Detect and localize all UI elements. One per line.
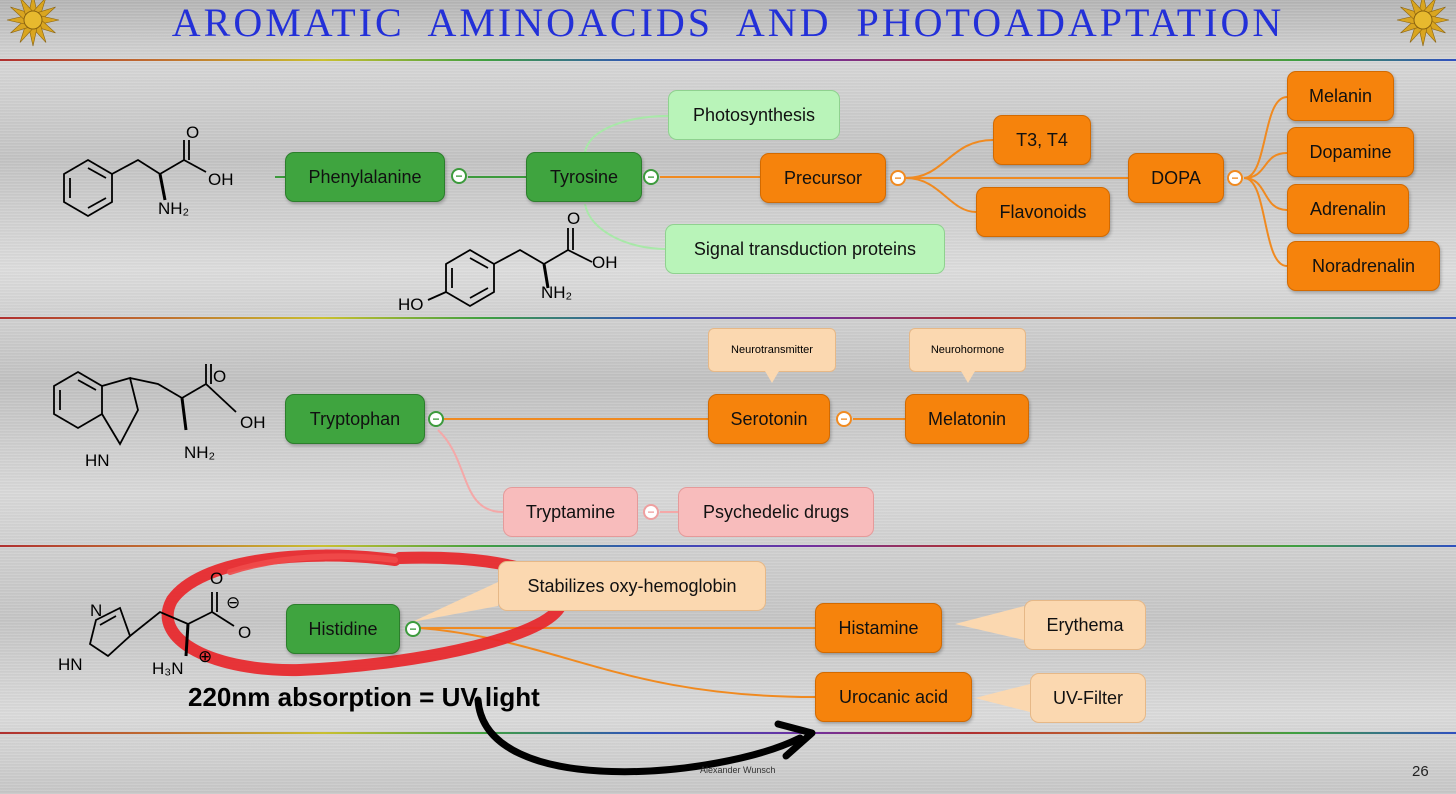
callout-neurotransmitter: Neurotransmitter xyxy=(708,328,836,383)
sun-emblem-icon xyxy=(6,0,60,47)
collapse-icon[interactable]: − xyxy=(451,168,467,184)
node-erythema[interactable]: Erythema xyxy=(1024,600,1146,650)
node-photosynthesis[interactable]: Photosynthesis xyxy=(668,90,840,140)
chem-label: ⊕ xyxy=(198,647,212,666)
chem-label: NH₂ xyxy=(541,283,572,302)
node-stabilizes-oxy-hemoglobin[interactable]: Stabilizes oxy-hemoglobin xyxy=(498,561,766,611)
chem-label: N xyxy=(90,601,102,620)
divider xyxy=(0,545,1456,547)
author-credit: Alexander Wunsch xyxy=(700,765,776,775)
node-urocanic-acid[interactable]: Urocanic acid xyxy=(815,672,972,722)
node-signal-transduction[interactable]: Signal transduction proteins xyxy=(665,224,945,274)
page-number: 26 xyxy=(1412,763,1429,780)
chem-label: HN xyxy=(58,655,83,674)
chem-label: O xyxy=(213,367,226,386)
page-title: AROMATIC AMINOACIDS AND PHOTOADAPTATION xyxy=(171,0,1285,45)
node-adrenalin[interactable]: Adrenalin xyxy=(1287,184,1409,234)
node-t3-t4[interactable]: T3, T4 xyxy=(993,115,1091,165)
divider xyxy=(0,59,1456,61)
chem-label: O xyxy=(238,623,251,642)
node-dopamine[interactable]: Dopamine xyxy=(1287,127,1414,177)
chem-label: OH xyxy=(208,170,234,189)
node-histamine[interactable]: Histamine xyxy=(815,603,942,653)
collapse-icon[interactable]: − xyxy=(1227,170,1243,186)
chem-label: H₃N xyxy=(152,659,183,678)
chem-label: O xyxy=(210,569,223,588)
chem-label: OH xyxy=(240,413,266,432)
chem-label: ⊖ xyxy=(226,593,240,612)
node-dopa[interactable]: DOPA xyxy=(1128,153,1224,203)
sun-emblem-icon xyxy=(1396,0,1450,47)
collapse-icon[interactable]: − xyxy=(428,411,444,427)
chem-label: OH xyxy=(592,253,618,272)
node-precursor[interactable]: Precursor xyxy=(760,153,886,203)
chem-label: HO xyxy=(398,295,424,314)
chem-label: O xyxy=(567,209,580,228)
node-tryptophan[interactable]: Tryptophan xyxy=(285,394,425,444)
uv-absorption-annotation: 220nm absorption = UV light xyxy=(188,682,540,712)
node-histidine[interactable]: Histidine xyxy=(286,604,400,654)
node-tyrosine[interactable]: Tyrosine xyxy=(526,152,642,202)
chem-label: NH₂ xyxy=(158,199,189,218)
callout-neurohormone: Neurohormone xyxy=(909,328,1026,383)
collapse-icon[interactable]: − xyxy=(643,504,659,520)
node-melatonin[interactable]: Melatonin xyxy=(905,394,1029,444)
node-uv-filter[interactable]: UV-Filter xyxy=(1030,673,1146,723)
node-tryptamine[interactable]: Tryptamine xyxy=(503,487,638,537)
node-psychedelic-drugs[interactable]: Psychedelic drugs xyxy=(678,487,874,537)
collapse-icon[interactable]: − xyxy=(643,169,659,185)
collapse-icon[interactable]: − xyxy=(405,621,421,637)
node-phenylalanine[interactable]: Phenylalanine xyxy=(285,152,445,202)
collapse-icon[interactable]: − xyxy=(836,411,852,427)
divider xyxy=(0,732,1456,734)
node-flavonoids[interactable]: Flavonoids xyxy=(976,187,1110,237)
node-noradrenalin[interactable]: Noradrenalin xyxy=(1287,241,1440,291)
chem-label: HN xyxy=(85,451,110,470)
divider xyxy=(0,317,1456,319)
chem-label: O xyxy=(186,123,199,142)
node-melanin[interactable]: Melanin xyxy=(1287,71,1394,121)
collapse-icon[interactable]: − xyxy=(890,170,906,186)
chem-label: NH₂ xyxy=(184,443,215,462)
node-serotonin[interactable]: Serotonin xyxy=(708,394,830,444)
